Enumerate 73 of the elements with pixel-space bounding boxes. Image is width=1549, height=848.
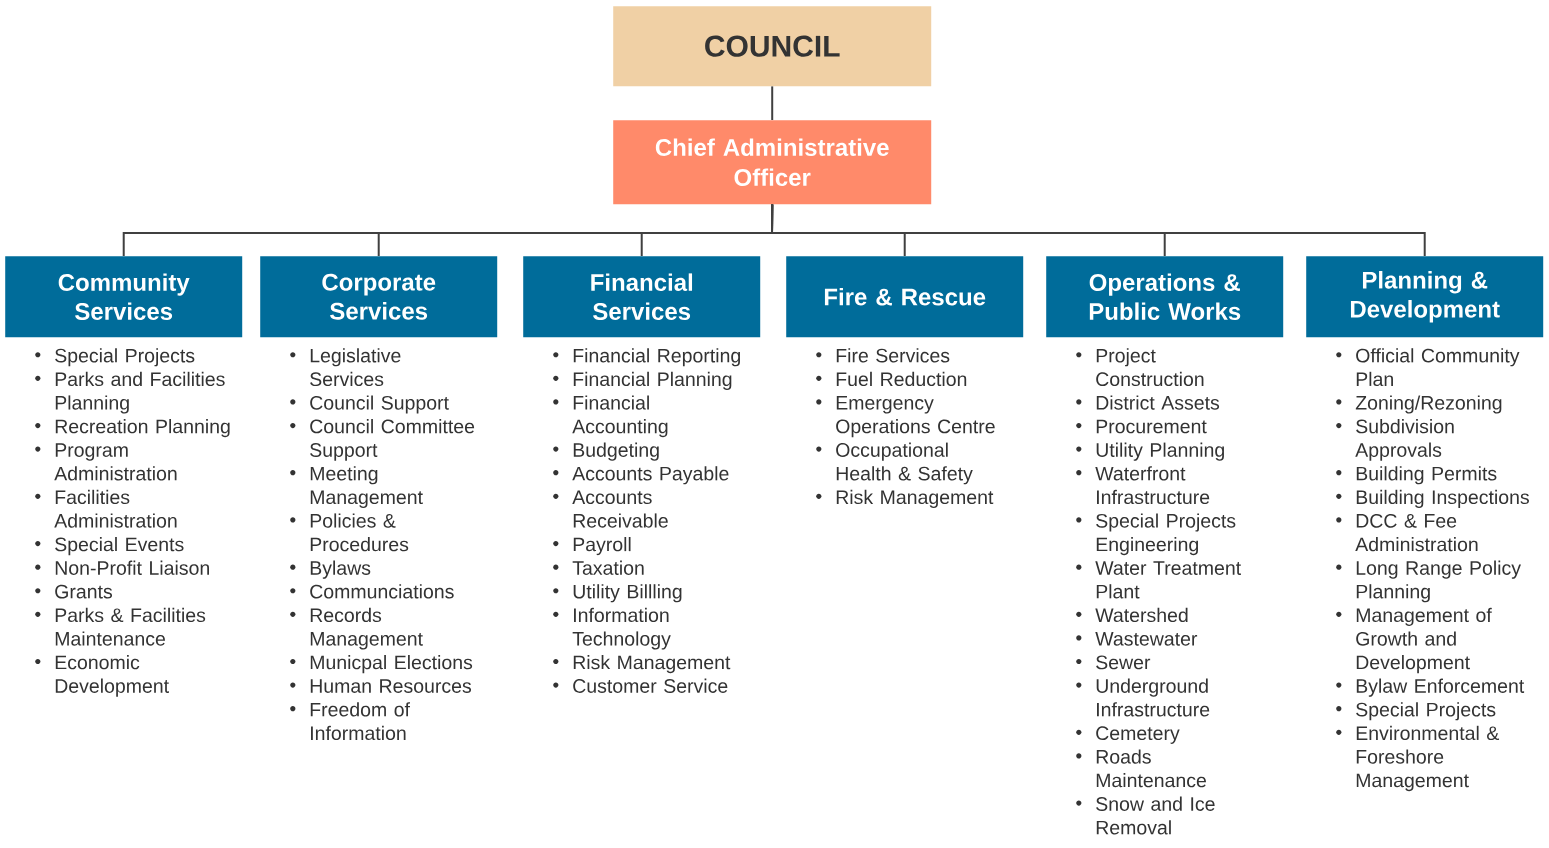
list-item: Budgeting — [553, 442, 659, 461]
list-item: Payroll — [553, 537, 631, 556]
list-item: Wastewater — [1076, 632, 1198, 646]
list-item: Cemetery — [1076, 726, 1180, 744]
list-item: Accounts Payable — [553, 466, 729, 485]
list-item: Utility Planning — [1076, 442, 1224, 461]
list-item: Special Projects — [35, 348, 195, 367]
list-item: Legislative Services — [290, 348, 401, 387]
list-item: Policies & Procedures — [290, 513, 409, 552]
top-box: COUNCIL — [613, 6, 932, 87]
list-item: Customer Service — [553, 678, 728, 693]
list-item: Grants — [35, 584, 113, 599]
list-item: Program Administration — [35, 443, 177, 481]
list-item: Parks and Facilities Planning — [35, 371, 225, 414]
list-item: Building Permits — [1336, 466, 1497, 485]
list-item: Accounts Receivable — [553, 490, 668, 528]
department-box: Planning & Development — [1306, 256, 1544, 338]
list-item: Sewer — [1076, 655, 1151, 670]
list-item: Taxation — [553, 560, 644, 575]
list-item: Snow and Ice Removal — [1076, 796, 1215, 835]
list-item: Roads Maintenance — [1076, 749, 1206, 788]
connector-line — [771, 203, 1426, 257]
list-item: Watershed — [1076, 607, 1188, 623]
connector-line — [771, 85, 774, 121]
list-item: Freedom of Information — [290, 702, 410, 741]
department-box: Community Services — [5, 256, 243, 338]
list-item: Utility Billling — [553, 584, 682, 603]
list-item: Facilities Administration — [35, 489, 177, 528]
list-item: Financial Planning — [553, 371, 732, 390]
list-item: Special Events — [35, 537, 184, 556]
list-item: Recreation Planning — [35, 419, 230, 438]
list-item: Information Technology — [553, 607, 671, 650]
list-item: Risk Management — [553, 655, 731, 674]
list-item: Building Inspections — [1336, 489, 1529, 508]
list-item: Official Community Plan — [1336, 348, 1520, 387]
list-item: Underground Infrastructure — [1076, 678, 1210, 717]
list-item: Bylaw Enforcement — [1336, 678, 1525, 697]
list-item: Economic Development — [35, 655, 169, 697]
list-item: DCC & Fee Administration — [1336, 513, 1478, 552]
list-item: Management of Growth and Development — [1336, 607, 1492, 674]
list-item: District Assets — [1076, 395, 1220, 410]
list-item: Environmental & Foreshore Management — [1336, 725, 1500, 792]
list-item: Project Construction — [1076, 348, 1204, 387]
list-item: Human Resources — [290, 679, 472, 693]
list-item: Waterfront Infrastructure — [1076, 466, 1210, 505]
list-item: Financial Reporting — [553, 348, 740, 367]
list-item: Long Range Policy Planning — [1336, 560, 1521, 603]
list-item: Communciations — [290, 584, 454, 599]
list-item: Municpal Elections — [290, 655, 473, 674]
list-item: Procurement — [1076, 419, 1207, 434]
list-item: Records Management — [290, 607, 423, 650]
department-box: Financial Services — [523, 256, 761, 338]
list-item: Fire Services — [816, 348, 950, 363]
list-item: Meeting Management — [290, 466, 423, 508]
department-box: Fire & Rescue — [786, 256, 1024, 338]
list-item: Financial Accounting — [553, 395, 668, 438]
list-item: Non-Profit Liaison — [35, 560, 209, 575]
list-item: Bylaws — [290, 560, 371, 579]
department-box: Operations & Public Works — [1046, 256, 1284, 338]
list-item: Council Committee Support — [290, 419, 475, 461]
list-item: Water Treatment Plant — [1076, 561, 1241, 599]
list-item: Emergency Operations Centre — [816, 396, 995, 438]
list-item: Risk Management — [816, 489, 994, 508]
list-item: Parks & Facilities Maintenance — [35, 607, 206, 646]
list-item: Special Projects Engineering — [1076, 513, 1236, 556]
list-item: Subdivision Approvals — [1336, 419, 1454, 461]
list-item: Zoning/Rezoning — [1336, 395, 1502, 414]
list-item: Occupational Health & Safety — [816, 442, 973, 485]
list-item: Special Projects — [1336, 702, 1496, 721]
list-item: Fuel Reduction — [816, 371, 967, 387]
list-item: Council Support — [290, 395, 449, 414]
officer-box: Chief Administrative Officer — [613, 120, 932, 205]
department-box: Corporate Services — [260, 256, 498, 338]
